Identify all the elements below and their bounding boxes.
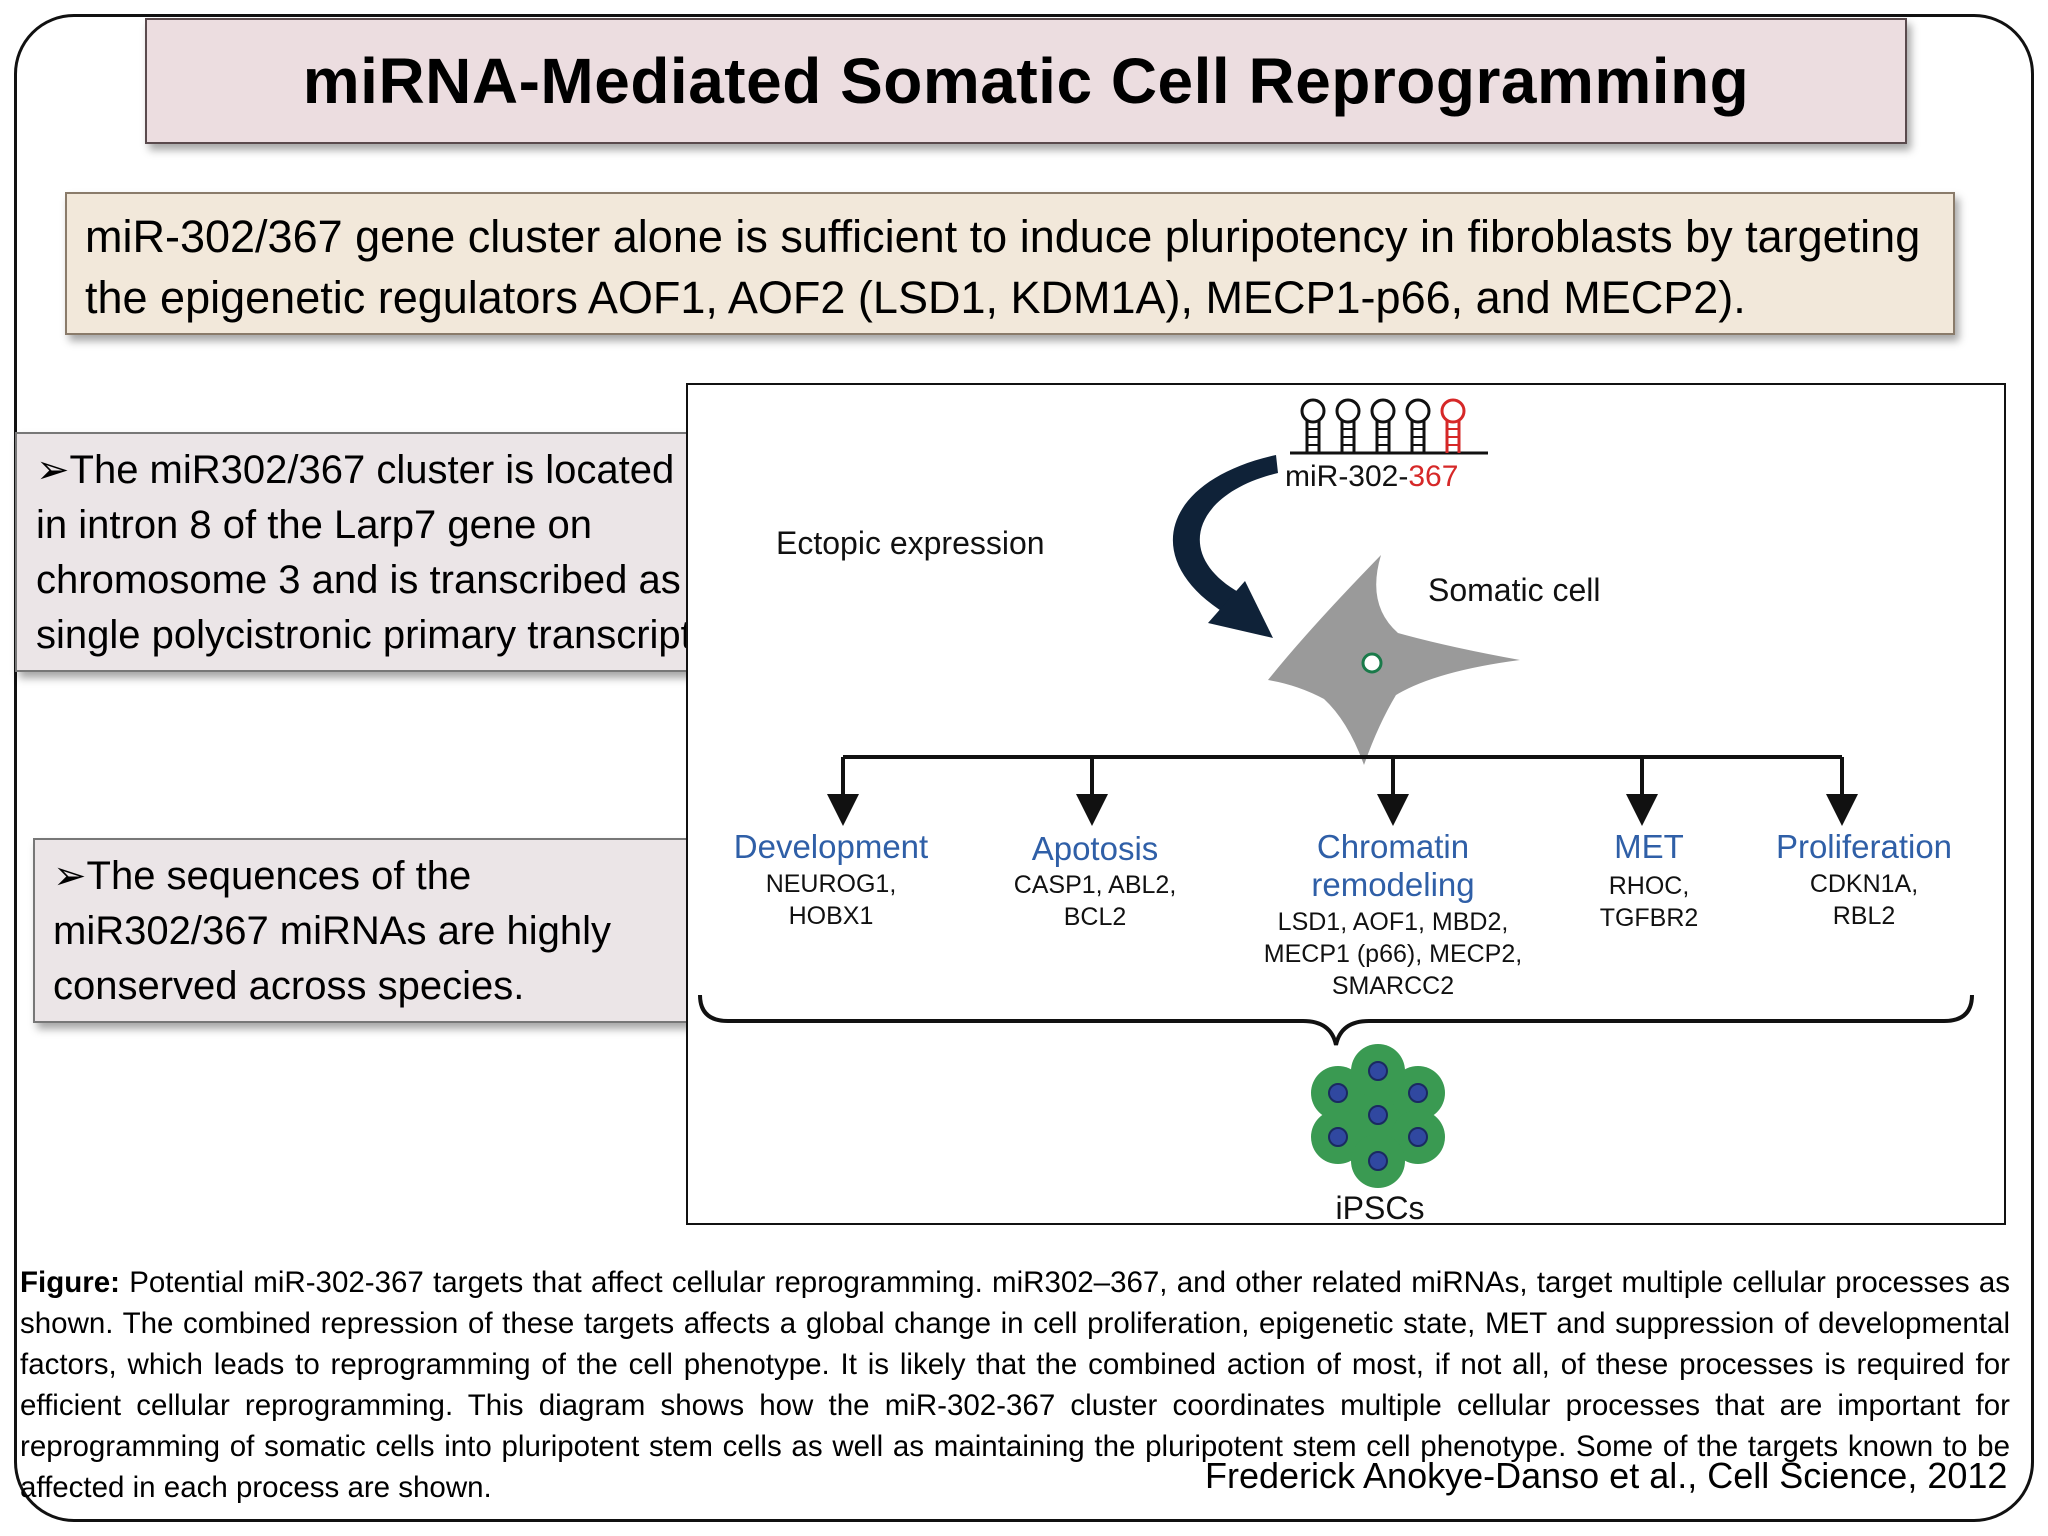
- reprogramming-diagram: miR-302-367 Ectopic expression Somatic c…: [698, 398, 1974, 1223]
- ipsc-label: iPSCs: [1336, 1190, 1425, 1223]
- targets-chromatin-line1: LSD1, AOF1, MBD2,: [1278, 908, 1509, 936]
- ectopic-expression-label: Ectopic expression: [776, 525, 1045, 561]
- lead-text: miR-302/367 gene cluster alone is suffic…: [85, 211, 1921, 323]
- targets-development-line1: NEUROG1,: [766, 870, 897, 898]
- process-proliferation: Proliferation: [1776, 828, 1952, 865]
- bullet-marker-icon: ➢: [53, 854, 87, 898]
- mirna-cluster-label: miR-302-367: [1285, 460, 1458, 493]
- ectopic-arrow-icon: [1172, 455, 1278, 638]
- bullet-text-1: ➢The miR302/367 cluster is located in in…: [36, 443, 716, 663]
- targets-apotosis-line2: BCL2: [1064, 903, 1127, 931]
- branch-tree: [827, 755, 1858, 826]
- ipsc-colony-icon: [1311, 1044, 1445, 1188]
- process-chromatin-line1: Chromatin: [1317, 828, 1469, 865]
- targets-chromatin-line3: SMARCC2: [1332, 972, 1454, 1000]
- somatic-cell-icon: [1268, 555, 1520, 765]
- bullet-marker-icon: ➢: [36, 448, 70, 492]
- bullet-box-1: [15, 432, 704, 672]
- targets-development-line2: HOBX1: [789, 902, 874, 930]
- targets-proliferation-line1: CDKN1A,: [1810, 870, 1918, 898]
- bullet-box-2: [33, 838, 689, 1023]
- somatic-cell-label: Somatic cell: [1428, 572, 1601, 608]
- caption-label: Figure:: [20, 1266, 120, 1299]
- process-chromatin-line2: remodeling: [1311, 866, 1474, 903]
- targets-chromatin-line2: MECP1 (p66), MECP2,: [1264, 940, 1522, 968]
- caption-text: Potential miR-302-367 targets that affec…: [20, 1266, 2010, 1504]
- targets-met-line2: TGFBR2: [1600, 904, 1699, 932]
- bullet-text-2: ➢The sequences of the miR302/367 miRNAs …: [53, 849, 613, 1014]
- citation: Frederick Anokye-Danso et al., Cell Scie…: [1205, 1455, 2008, 1496]
- hairpin-icon: [1370, 398, 1396, 453]
- hairpin-icon: [1300, 398, 1326, 453]
- process-met: MET: [1614, 828, 1684, 865]
- targets-proliferation-line2: RBL2: [1833, 902, 1896, 930]
- figure-caption: Figure: Potential miR-302-367 targets th…: [20, 1262, 2010, 1508]
- lead-banner: [65, 192, 1955, 335]
- process-development: Development: [734, 828, 928, 865]
- figure-panel: miR-302-367 Ectopic expression Somatic c…: [686, 383, 2006, 1225]
- mirna-cluster-icon: [1290, 398, 1488, 455]
- title-banner: miRNA-Mediated Somatic Cell Reprogrammin…: [145, 18, 1907, 144]
- hairpin-icon: [1405, 398, 1431, 453]
- bullet-2: The sequences of the miR302/367 miRNAs a…: [53, 854, 612, 1008]
- hairpin-red-icon: [1440, 398, 1466, 453]
- process-apotosis: Apotosis: [1032, 830, 1159, 867]
- targets-met-line1: RHOC,: [1609, 872, 1690, 900]
- hairpin-icon: [1335, 398, 1361, 453]
- slide-title: miRNA-Mediated Somatic Cell Reprogrammin…: [302, 45, 1750, 117]
- targets-apotosis-line1: CASP1, ABL2,: [1014, 871, 1177, 899]
- grouping-brace: [698, 994, 1974, 1046]
- bullet-1: The miR302/367 cluster is located in int…: [36, 448, 715, 657]
